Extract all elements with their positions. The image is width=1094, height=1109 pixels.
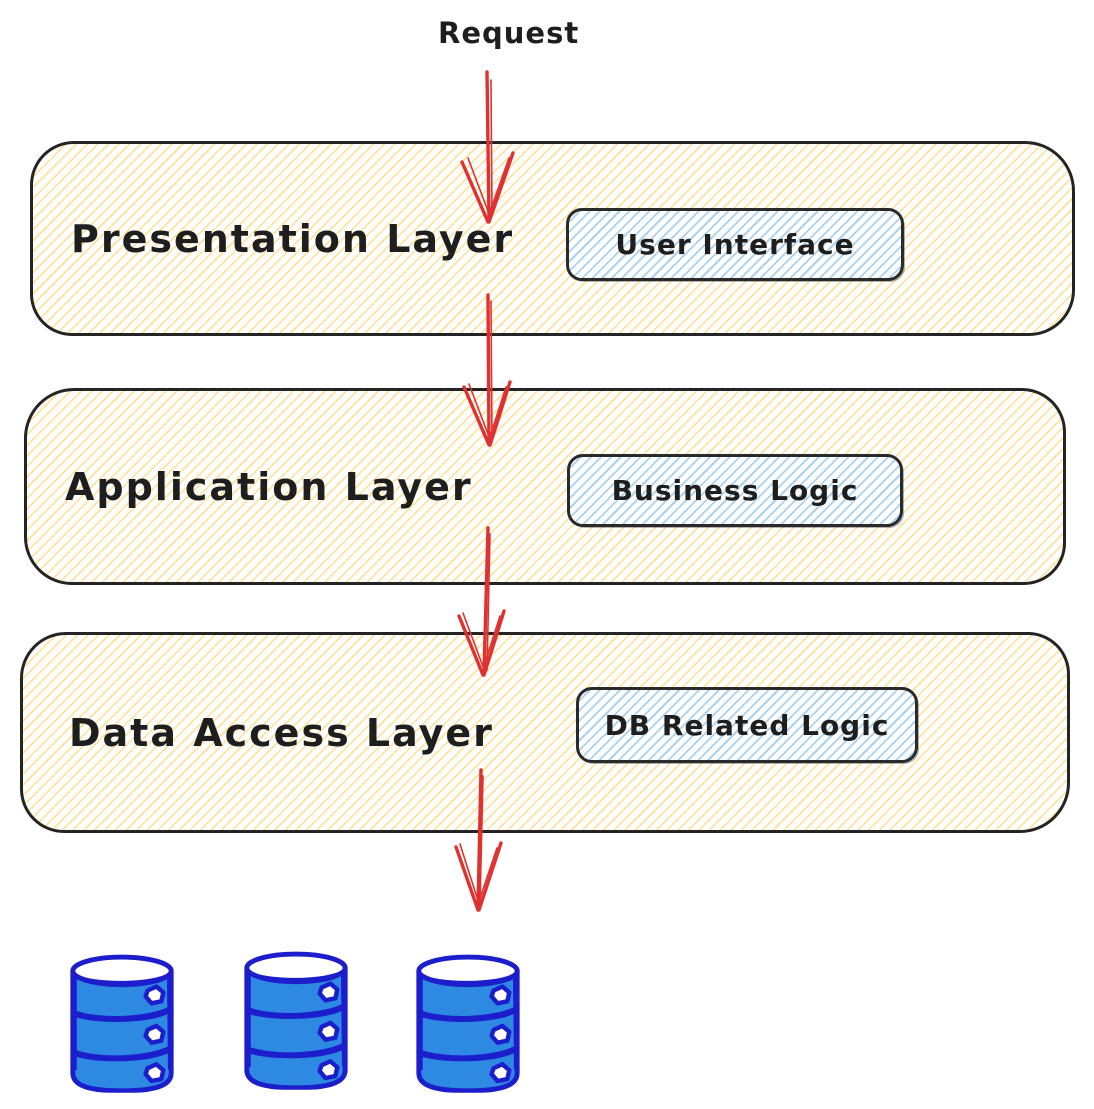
layer-label-data-access: Data Access Layer <box>69 710 494 755</box>
database-cylinder-icon <box>63 951 181 1093</box>
component-box-user-interface: User Interface <box>566 208 904 281</box>
layer-label-application: Application Layer <box>65 464 473 509</box>
layer-label-presentation: Presentation Layer <box>71 216 515 261</box>
layer-box-application: Application Layer Business Logic <box>24 388 1066 585</box>
component-label-user-interface: User Interface <box>615 228 855 261</box>
component-box-db-related-logic: DB Related Logic <box>576 687 918 763</box>
database-cylinder-icon <box>237 948 355 1090</box>
layer-box-data-access: Data Access Layer DB Related Logic <box>20 632 1070 833</box>
component-box-business-logic: Business Logic <box>567 454 903 527</box>
component-label-db-related-logic: DB Related Logic <box>604 708 890 742</box>
layer-box-presentation: Presentation Layer User Interface <box>30 141 1075 336</box>
request-label: Request <box>438 16 580 50</box>
database-cylinder-icon <box>409 951 527 1093</box>
component-label-business-logic: Business Logic <box>611 474 859 507</box>
